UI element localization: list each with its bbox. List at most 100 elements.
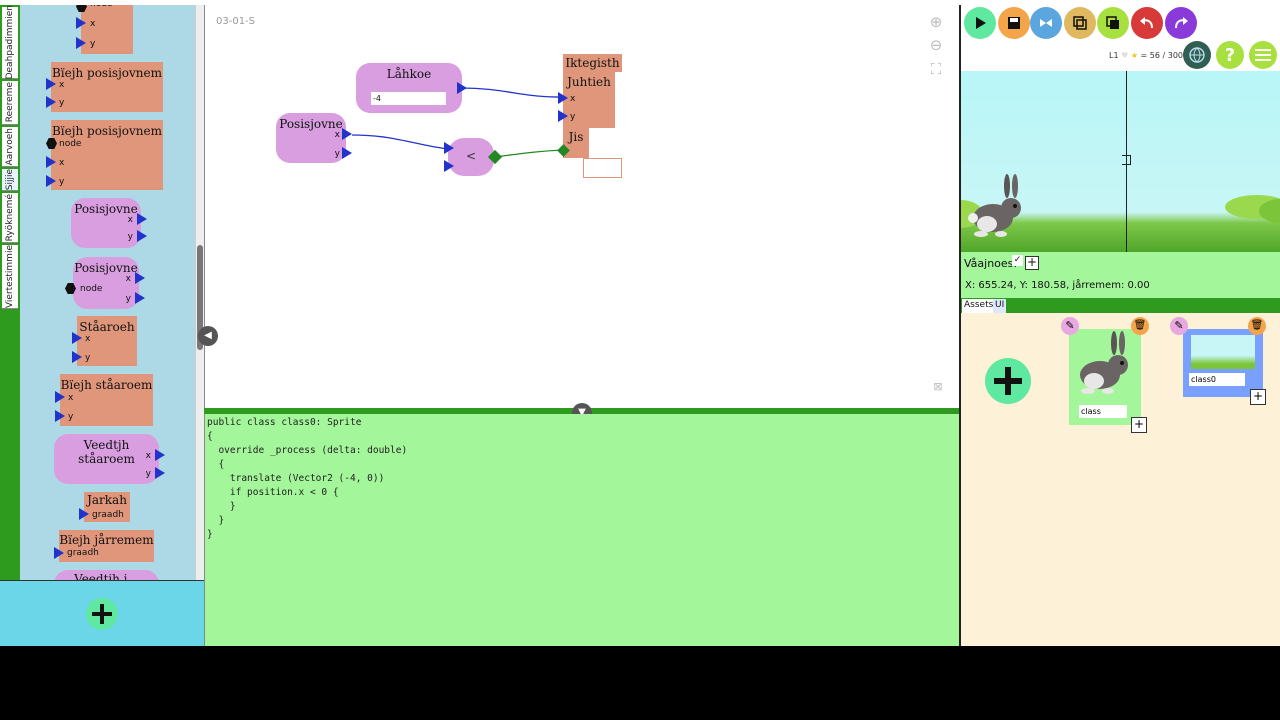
input-arrow-icon[interactable] — [444, 160, 454, 172]
if-node[interactable]: Jis — [557, 128, 589, 158]
translate-node[interactable]: Juhtieh x y — [558, 72, 615, 128]
port-label: y — [145, 469, 151, 479]
trash-icon[interactable]: 🗑 — [1131, 317, 1149, 335]
asset-card-class[interactable]: class — [1069, 329, 1141, 425]
visibility-row: Våajnoes: ✓ + — [961, 252, 1280, 276]
palette-scroll-thumb[interactable] — [197, 245, 203, 350]
input-arrow-icon — [46, 96, 56, 108]
node-canvas[interactable]: 03-01-S ⊕ ⊖ ⛶ ⊠ Låhkoe -4 Posisjovne x y… — [204, 5, 959, 408]
input-arrow-icon[interactable] — [444, 142, 454, 154]
input-arrow-icon — [76, 17, 86, 29]
if-body-slot[interactable] — [583, 158, 622, 178]
palette-block-get-rotation[interactable]: Veedtjh j... — [54, 570, 159, 580]
fit-view-icon[interactable]: ⛶ — [930, 60, 942, 78]
globe-icon — [1189, 47, 1205, 63]
trash-icon[interactable]: 🗑 — [1248, 317, 1266, 335]
tab-label: Reereme — [5, 82, 15, 123]
rabbit-sprite[interactable] — [967, 174, 1029, 244]
palette-block-scale[interactable]: Ståaroeh x y — [72, 316, 137, 366]
block-title: Bïejh posisjovnem — [51, 66, 162, 80]
add-asset-button[interactable] — [985, 358, 1031, 408]
language-button[interactable] — [1183, 41, 1211, 69]
palette-block-partial[interactable]: node x y — [76, 5, 133, 54]
stage-marker — [1122, 155, 1131, 165]
stage-guide-line — [1126, 71, 1127, 252]
palette-scrollbar[interactable] — [195, 5, 204, 580]
tab-aarvoeh[interactable]: Aarvoeh — [2, 127, 18, 167]
palette-block-rotate[interactable]: Jarkah graadh — [79, 492, 130, 522]
asset-name-input[interactable]: class0 — [1189, 373, 1245, 386]
code-text: public class class0: Sprite { override _… — [207, 417, 408, 540]
paste-button[interactable] — [1097, 7, 1129, 39]
asset-area: class ✎ 🗑 + class0 ✎ 🗑 + — [961, 313, 1280, 646]
output-arrow-icon[interactable] — [342, 128, 352, 140]
asset-card-class0[interactable]: class0 — [1183, 329, 1263, 397]
position-node[interactable]: Posisjovne x y — [276, 113, 352, 163]
input-arrow-icon — [55, 391, 65, 403]
add-block-button[interactable] — [0, 580, 204, 646]
node-row-label: Jis — [568, 130, 584, 144]
palette-block-set-position[interactable]: Bïejh posisjovnem x y — [46, 62, 163, 112]
rabbit-thumbnail — [1080, 331, 1128, 394]
number-node[interactable]: Låhkoe -4 — [356, 63, 467, 113]
asset-name-input[interactable]: class — [1079, 405, 1127, 418]
menu-button[interactable] — [1249, 41, 1277, 69]
palette-block-set-position-node[interactable]: Bïejh posisjovnem node x y — [46, 120, 163, 190]
input-arrow-icon[interactable] — [558, 92, 568, 104]
number-value-input[interactable]: -4 — [371, 92, 446, 105]
tab-assets[interactable]: Assets — [962, 299, 996, 313]
zoom-in-icon[interactable]: ⊕ — [929, 13, 943, 31]
event-node-header[interactable]: Iktegisth — [563, 54, 622, 72]
block-title: Bïejh ståaroem — [60, 378, 153, 392]
palette-block-set-scale[interactable]: Bïejh ståaroem x y — [55, 374, 153, 426]
compare-node[interactable]: < — [444, 138, 503, 176]
palette-block-position[interactable]: Posisjovne x y — [71, 198, 147, 248]
undo-button[interactable] — [1131, 7, 1163, 39]
block-title: Veedtjh ståaroem — [78, 438, 135, 466]
tab-label: Deahpadimmien — [5, 5, 15, 80]
input-arrow-icon — [72, 351, 82, 363]
input-arrow-icon — [76, 37, 86, 49]
minimap-icon[interactable]: ⊠ — [933, 380, 943, 393]
output-arrow-icon[interactable] — [342, 147, 352, 159]
tab-ryoknem[interactable]: Ryöknemé — [2, 193, 18, 243]
run-button[interactable] — [964, 7, 996, 39]
level-info: L1 ♥ ★ = 56 / 300 — [1109, 51, 1183, 60]
right-panel: L1 ♥ ★ = 56 / 300 ? — [959, 5, 1280, 646]
add-instance-icon[interactable]: + — [1250, 389, 1266, 405]
port-label: x — [334, 130, 340, 140]
output-arrow-icon[interactable] — [457, 82, 467, 94]
collapse-palette-button[interactable]: ◀ — [198, 326, 218, 346]
palette-block-set-rotation[interactable]: Bïejh jårremem graadh — [54, 530, 154, 562]
port-label: node — [59, 139, 82, 149]
port-label: x — [90, 19, 96, 29]
game-stage[interactable] — [961, 71, 1280, 252]
palette-block-get-scale[interactable]: Veedtjh ståaroem x y — [54, 434, 165, 484]
palette-block-position-node[interactable]: Posisjovne x node y — [65, 257, 145, 309]
tab-sijjie[interactable]: Sijjie — [2, 169, 18, 191]
help-button[interactable]: ? — [1216, 41, 1244, 69]
add-property-icon[interactable]: + — [1025, 255, 1039, 270]
copy-button[interactable] — [1064, 7, 1096, 39]
port-label: x — [59, 80, 65, 90]
tab-reereme[interactable]: Reereme — [2, 81, 18, 125]
redo-button[interactable] — [1165, 7, 1197, 39]
output-arrow-icon — [137, 230, 147, 242]
port-label: x — [570, 94, 576, 104]
edit-pencil-icon[interactable]: ✎ — [1170, 317, 1188, 335]
zoom-out-icon[interactable]: ⊖ — [929, 36, 943, 54]
block-title: Veedtjh j... — [74, 572, 139, 580]
plus-icon — [985, 358, 1031, 404]
tab-deahpadimmien[interactable]: Deahpadimmien — [2, 5, 18, 80]
input-arrow-icon[interactable] — [558, 110, 568, 122]
visible-checkbox[interactable]: ✓ — [1012, 255, 1023, 266]
save-icon — [1008, 17, 1020, 29]
port-label: x — [68, 393, 74, 403]
export-button[interactable] — [1030, 7, 1062, 39]
edit-pencil-icon[interactable]: ✎ — [1061, 317, 1079, 335]
tab-ui[interactable]: UI — [993, 299, 1007, 313]
save-button[interactable] — [998, 7, 1030, 39]
port-label: x — [127, 215, 133, 225]
tab-viertestimmie[interactable]: Viertestimmie — [2, 245, 18, 309]
add-instance-icon[interactable]: + — [1131, 417, 1147, 433]
